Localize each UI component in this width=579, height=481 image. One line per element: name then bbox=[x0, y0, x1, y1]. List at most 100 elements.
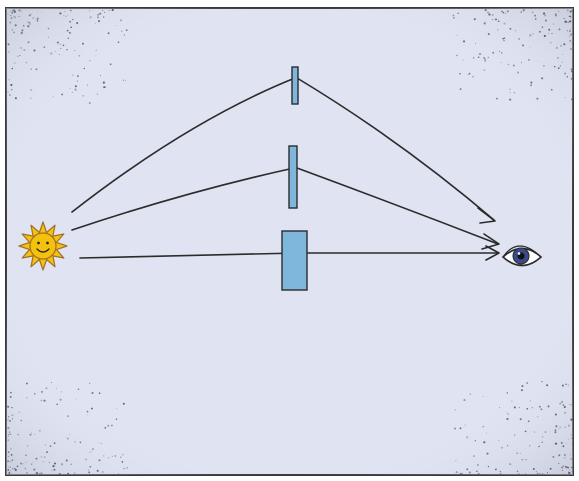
speckle-dot bbox=[87, 85, 88, 86]
speckle-dot bbox=[489, 14, 491, 16]
speckle-dot bbox=[27, 21, 28, 22]
speckle-dot bbox=[503, 12, 504, 13]
speckle-dot bbox=[484, 58, 486, 60]
speckle-dot bbox=[567, 10, 568, 11]
speckle-dot bbox=[565, 466, 567, 468]
speckle-dot bbox=[570, 419, 572, 421]
speckle-dot bbox=[102, 10, 103, 11]
speckle-dot bbox=[11, 454, 13, 456]
speckle-dot bbox=[45, 387, 47, 389]
speckle-dot bbox=[124, 468, 125, 469]
speckle-dot bbox=[571, 467, 572, 468]
speckle-dot bbox=[13, 32, 15, 34]
speckle-dot bbox=[118, 41, 120, 43]
speckle-dot bbox=[11, 12, 13, 14]
speckle-dot bbox=[122, 461, 124, 463]
speckle-dot bbox=[10, 84, 12, 86]
speckle-dot bbox=[492, 14, 494, 16]
speckle-dot bbox=[562, 54, 563, 55]
speckle-dot bbox=[474, 18, 476, 20]
speckle-dot bbox=[53, 96, 54, 97]
speckle-dot bbox=[101, 443, 102, 444]
speckle-dot bbox=[515, 30, 516, 31]
speckle-dot bbox=[570, 434, 571, 435]
speckle-dot bbox=[559, 426, 560, 427]
speckle-dot bbox=[513, 65, 515, 67]
speckle-dot bbox=[9, 433, 11, 435]
speckle-dot bbox=[570, 48, 572, 50]
speckle-dot bbox=[27, 445, 28, 446]
thick-glass-plate bbox=[282, 231, 307, 290]
speckle-dot bbox=[551, 33, 552, 34]
speckle-dot bbox=[495, 468, 497, 470]
speckle-dot bbox=[558, 463, 559, 464]
speckle-dot bbox=[31, 464, 32, 465]
speckle-dot bbox=[568, 22, 569, 23]
speckle-dot bbox=[558, 454, 560, 456]
speckle-dot bbox=[537, 473, 538, 474]
speckle-dot bbox=[561, 401, 563, 403]
speckle-dot bbox=[558, 28, 560, 30]
speckle-dot bbox=[564, 473, 565, 474]
speckle-dot bbox=[123, 80, 124, 81]
speckle-dot bbox=[483, 441, 485, 443]
speckle-dot bbox=[463, 399, 465, 401]
speckle-dot bbox=[24, 468, 26, 470]
speckle-dot bbox=[9, 472, 10, 473]
speckle-dot bbox=[41, 472, 42, 473]
speckle-dot bbox=[91, 408, 93, 410]
speckle-dot bbox=[552, 456, 554, 458]
speckle-dot bbox=[12, 10, 13, 11]
speckle-dot bbox=[8, 51, 9, 52]
speckle-dot bbox=[455, 409, 456, 410]
speckle-dot bbox=[19, 55, 20, 56]
speckle-dot bbox=[566, 76, 568, 78]
speckle-dot bbox=[548, 405, 550, 407]
speckle-dot bbox=[530, 400, 531, 401]
speckle-dot bbox=[507, 392, 509, 394]
speckle-dot bbox=[508, 414, 509, 415]
speckle-dot bbox=[41, 456, 42, 457]
speckle-dot bbox=[456, 55, 457, 56]
speckle-dot bbox=[102, 471, 103, 472]
speckle-dot bbox=[56, 403, 58, 405]
speckle-dot bbox=[89, 10, 90, 11]
speckle-dot bbox=[11, 17, 13, 19]
speckle-dot bbox=[55, 51, 56, 52]
speckle-dot bbox=[11, 89, 12, 90]
speckle-dot bbox=[19, 16, 20, 17]
speckle-dot bbox=[564, 406, 566, 408]
speckle-dot bbox=[551, 89, 553, 91]
speckle-dot bbox=[74, 50, 75, 51]
speckle-dot bbox=[463, 40, 465, 42]
speckle-dot bbox=[526, 408, 528, 410]
speckle-dot bbox=[559, 403, 561, 405]
speckle-dot bbox=[108, 10, 109, 11]
speckle-dot bbox=[514, 92, 516, 94]
speckle-dot bbox=[12, 29, 14, 31]
speckle-dot bbox=[66, 49, 67, 50]
speckle-dot bbox=[548, 33, 549, 34]
speckle-dot bbox=[571, 404, 572, 405]
speckle-dot bbox=[555, 413, 557, 415]
speckle-dot bbox=[504, 23, 506, 25]
speckle-dot bbox=[534, 432, 535, 433]
speckle-dot bbox=[70, 10, 72, 12]
speckle-dot bbox=[514, 434, 515, 435]
speckle-dot bbox=[558, 11, 559, 12]
speckle-dot bbox=[36, 458, 38, 460]
speckle-dot bbox=[32, 17, 34, 19]
speckle-dot bbox=[44, 456, 46, 458]
speckle-dot bbox=[30, 89, 32, 91]
speckle-dot bbox=[520, 418, 522, 420]
speckle-dot bbox=[78, 389, 80, 391]
speckle-dot bbox=[570, 472, 571, 473]
speckle-dot bbox=[125, 80, 126, 81]
speckle-dot bbox=[569, 469, 570, 470]
speckle-dot bbox=[528, 59, 530, 61]
speckle-dot bbox=[534, 15, 536, 17]
speckle-dot bbox=[455, 460, 456, 461]
speckle-dot bbox=[29, 15, 31, 17]
speckle-dot bbox=[537, 61, 538, 62]
